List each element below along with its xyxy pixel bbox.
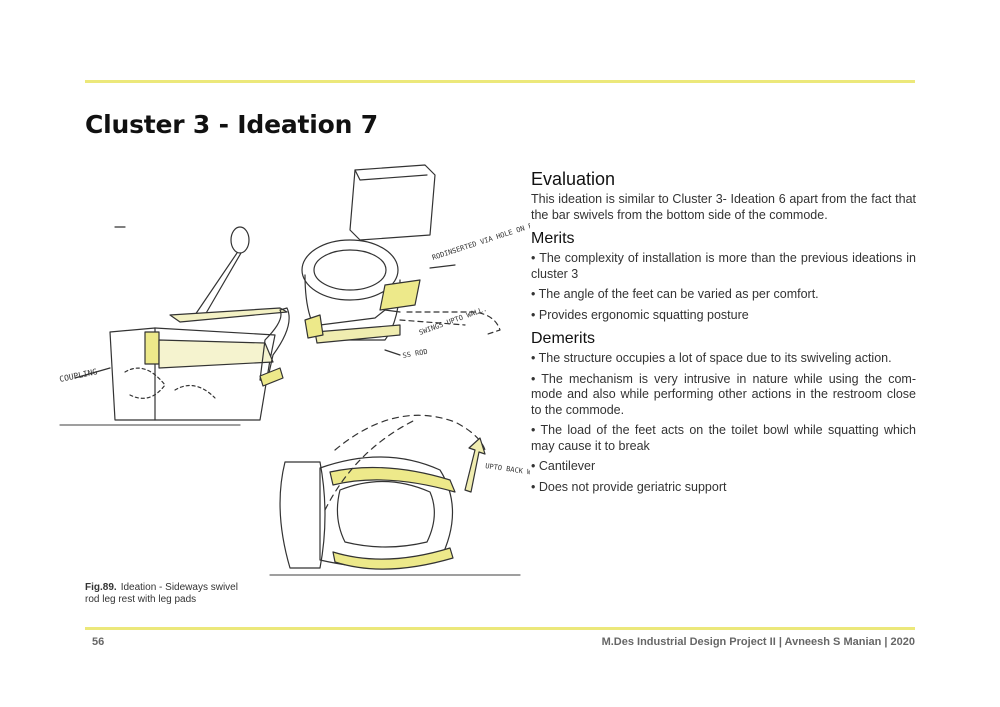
svg-text:SWINGS UPTO WALL.: SWINGS UPTO WALL.	[418, 305, 488, 337]
evaluation-text: This ideation is similar to Cluster 3- I…	[531, 192, 916, 222]
merit-item: The angle of the feet can be varied as p…	[531, 287, 916, 303]
page-number: 56	[92, 636, 105, 648]
ideation-sketch: COUPLING RODINSERTED VIA HOLE ON BOWL SW…	[59, 164, 530, 576]
svg-text:UPTO BACK WALL: UPTO BACK WALL	[485, 462, 530, 478]
merit-item: The complexity of installation is more t…	[531, 251, 916, 282]
evaluation-heading: Evaluation	[531, 169, 616, 189]
demerits-list: The structure occupies a lot of space du…	[531, 351, 916, 495]
svg-text:COUPLING: COUPLING	[59, 367, 99, 384]
top-rule	[85, 80, 915, 83]
svg-text:SS ROD: SS ROD	[402, 348, 428, 360]
figure-caption-text: Ideation - Sideways swivel rod leg rest …	[85, 582, 238, 605]
evaluation-section: Evaluation This ideation is similar to C…	[531, 168, 916, 500]
demerit-item: Cantilever	[531, 459, 916, 475]
side-view-sketch: COUPLING	[59, 226, 290, 426]
demerit-item: Does not provide geriatric support	[531, 480, 916, 496]
top-view-sketch: UPTO BACK WALL	[269, 414, 530, 576]
demerit-item: The mechanism is very intrusive in natur…	[531, 372, 916, 419]
svg-text:RODINSERTED VIA HOLE ON BOWL: RODINSERTED VIA HOLE ON BOWL	[431, 218, 530, 262]
figure-label: Fig.89.	[85, 582, 117, 593]
page-title: Cluster 3 - Ideation 7	[85, 110, 378, 139]
merits-heading: Merits	[531, 230, 575, 247]
perspective-sketch: RODINSERTED VIA HOLE ON BOWL SWINGS UPTO…	[301, 164, 530, 360]
bottom-rule	[85, 627, 915, 630]
figure-caption: Fig.89.Ideation - Sideways swivel rod le…	[85, 582, 255, 606]
footer-credit: M.Des Industrial Design Project II | Avn…	[601, 636, 915, 648]
demerit-item: The structure occupies a lot of space du…	[531, 351, 916, 367]
merit-item: Provides ergonomic squatting posture	[531, 308, 916, 324]
merits-list: The complexity of installation is more t…	[531, 251, 916, 323]
demerits-heading: Demerits	[531, 330, 596, 347]
demerit-item: The load of the feet acts on the toilet …	[531, 423, 916, 454]
